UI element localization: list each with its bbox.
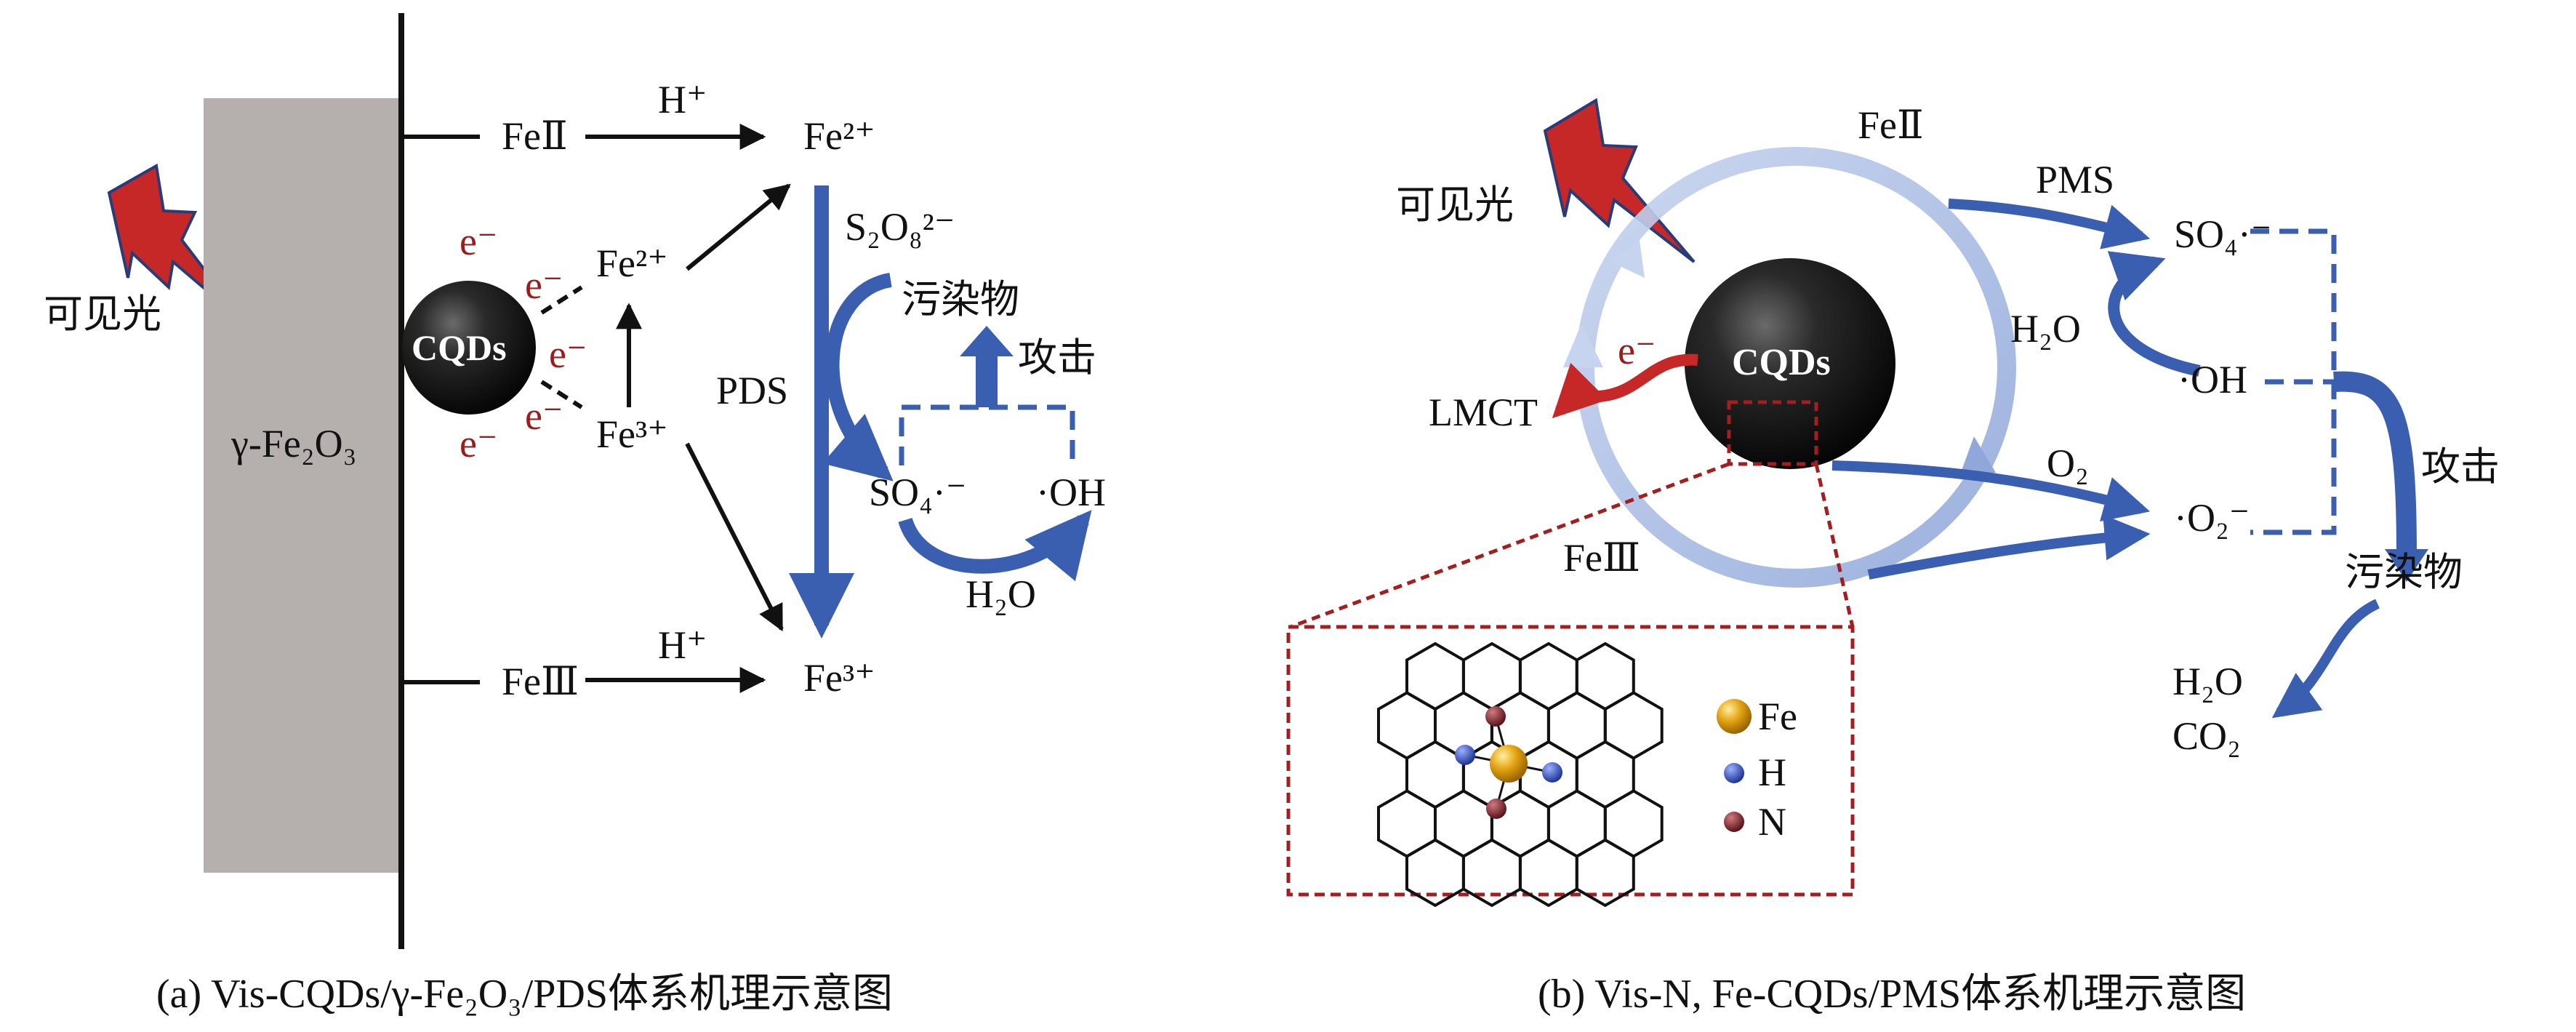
visible-light-label: 可见光: [44, 291, 161, 337]
arrow-fe2-up: [686, 183, 791, 271]
lattice-hexagon: [1575, 838, 1635, 908]
curve-so4-to-oh: [898, 510, 1092, 582]
zoom-source-box: [1727, 400, 1818, 466]
fe-ii-label-b: FeⅡ: [1858, 103, 1924, 147]
cqds-label-b: CQDs: [1732, 342, 1831, 383]
superoxide-label: ·O₂⁻: [2174, 496, 2250, 540]
electron-b: e⁻: [1618, 329, 1656, 372]
caption-b: (b) Vis-N, Fe-CQDs/PMS体系机理示意图: [1538, 972, 2246, 1017]
water-label-b: H₂O: [2010, 307, 2081, 351]
dash-cqds-fe2: [540, 285, 583, 315]
pms-label: PMS: [2036, 158, 2114, 201]
legend-h-swatch: [1724, 763, 1744, 783]
electron-1: e⁻: [460, 220, 497, 263]
caption-a: (a) Vis-CQDs/γ-Fe₂O₃/PDS体系机理示意图: [156, 972, 893, 1017]
radical-dashed-bracket: [899, 404, 1075, 465]
pms-arrow: [1948, 199, 2151, 249]
panel-b: 可见光 FeⅡ FeⅢ CQDs e⁻ LMCT: [1286, 97, 2500, 1017]
h2o-curve: [2107, 251, 2201, 377]
zoom-line-right: [1814, 463, 1855, 628]
h-plus-bottom: H⁺: [658, 623, 707, 667]
legend-n-label: N: [1758, 800, 1786, 844]
panel-a: 可见光 γ-Fe₂O₃ FeⅡ H⁺ Fe²⁺ FeⅢ H⁺ Fe³⁺ CQDs…: [44, 13, 1106, 1017]
electron-3: e⁻: [549, 332, 587, 376]
lmct-arrow: [1552, 353, 1698, 419]
radical-dashed-bracket-b: [2250, 228, 2337, 535]
legend-n-swatch: [1724, 812, 1744, 832]
fe-iii-label-b: FeⅢ: [1563, 536, 1640, 580]
cycle-arrowhead-left: [1563, 324, 1603, 367]
attack-label-a: 攻击: [1018, 335, 1096, 380]
s2o8-label: S₂O₈²⁻: [845, 205, 955, 249]
product-co2: CO₂: [2172, 714, 2241, 758]
o2-arrow-lower: [1867, 514, 2151, 580]
n-atom-top: [1485, 706, 1506, 727]
fe-iii-label: FeⅢ: [502, 660, 579, 703]
legend-h-label: H: [1758, 751, 1786, 794]
dash-cqds-fe3: [540, 380, 583, 409]
attack-arrowhead-b: [2385, 549, 2428, 582]
substrate-label: γ-Fe₂O₃: [230, 422, 357, 465]
so4-radical-b: SO₄·⁻: [2174, 212, 2271, 256]
pollutant-label-b: 污染物: [2345, 549, 2463, 595]
legend-fe-swatch: [1717, 699, 1752, 734]
n-atom-bottom: [1486, 799, 1506, 819]
dopant-atoms: [1455, 706, 1562, 819]
attack-arrow-b: [2333, 371, 2417, 553]
fe-atom: [1490, 745, 1528, 783]
atom-legend: Fe H N: [1717, 695, 1797, 844]
electron-2: e⁻: [525, 263, 563, 307]
cqds-particle-b: [1685, 258, 1895, 469]
cqds-particle: [402, 281, 536, 415]
product-water: H₂O: [2172, 660, 2243, 703]
cycle-arrowhead-right: [1959, 436, 1996, 476]
electron-5: e⁻: [460, 422, 497, 465]
water-label-a: H₂O: [966, 572, 1036, 616]
legend-fe-label: Fe: [1758, 695, 1797, 738]
h-plus-top: H⁺: [658, 78, 707, 121]
curve-s2o8-to-so4: [822, 273, 894, 481]
arrow-fe3-down: [685, 442, 784, 632]
substrate-block: [204, 98, 401, 873]
fe2-plus-mid: Fe²⁺: [596, 241, 668, 285]
degradation-arrow: [2271, 599, 2380, 719]
fe2-plus-top: Fe²⁺: [803, 114, 875, 158]
pds-label: PDS: [716, 369, 788, 412]
cycle-arrowhead-top: [1610, 240, 1645, 278]
pollutant-label-a: 污染物: [902, 276, 1019, 322]
h-atom-right: [1542, 762, 1562, 783]
oxygen-label: O₂: [2047, 441, 2089, 485]
oh-radical-a: ·OH: [1036, 471, 1106, 514]
lmct-label: LMCT: [1429, 391, 1538, 434]
o2-arrow-upper: [1831, 460, 2151, 521]
attack-arrow-head: [960, 326, 1014, 356]
fe3-plus-bottom: Fe³⁺: [803, 656, 875, 700]
structure-inset: [1286, 625, 1855, 897]
visible-light-label-b: 可见光: [1396, 182, 1514, 228]
so4-radical-a: SO₄·⁻: [869, 471, 966, 514]
attack-arrow-shaft: [976, 353, 998, 407]
attack-label-b: 攻击: [2421, 444, 2500, 489]
fe-ii-label: FeⅡ: [502, 114, 568, 158]
cqds-label: CQDs: [412, 327, 507, 368]
electron-4: e⁻: [525, 394, 563, 438]
fe3-plus-mid: Fe³⁺: [596, 412, 668, 456]
h-atom-left: [1455, 745, 1475, 765]
oh-radical-b: ·OH: [2178, 358, 2247, 401]
zoom-line-left: [1290, 462, 1730, 629]
